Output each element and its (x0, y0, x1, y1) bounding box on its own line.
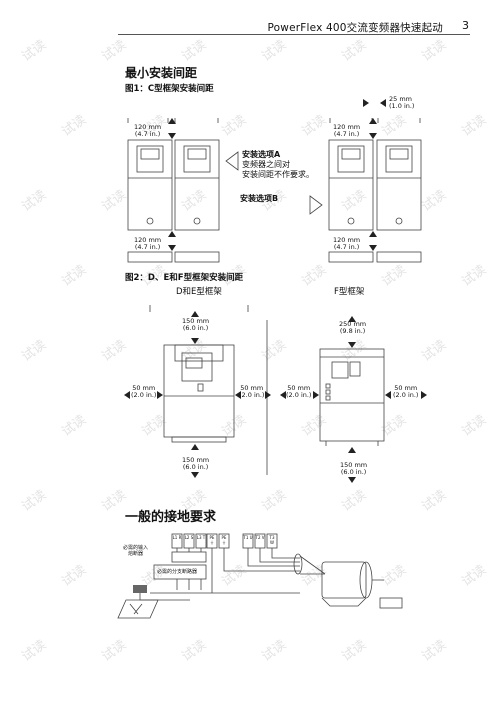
input-fuse-label: 必需的输入熔断器 (123, 545, 149, 557)
de-right-gap: 50 mm(2.0 in.) (239, 384, 265, 399)
fig1-left-bottom-gap: 120 mm(4.7 in.) (134, 236, 162, 251)
f-right-gap: 50 mm(2.0 in.) (393, 384, 419, 399)
de-bottom-gap: 150 mm(6.0 in.) (182, 456, 210, 471)
f-left-gap: 50 mm(2.0 in.) (286, 384, 312, 399)
f-top-gap: 250 mm(9.8 in.) (339, 320, 367, 335)
fig1-right-bottom-gap: 120 mm(4.7 in.) (333, 236, 361, 251)
terminal-t2: T2 V (255, 535, 265, 540)
terminal-pe-1: PE ⏚ (209, 535, 215, 545)
de-frame-title: D和E型框架 (176, 287, 222, 297)
header-rule (118, 34, 470, 35)
terminal-l1: L1 R (172, 535, 182, 540)
terminal-t3: T3 W (269, 535, 275, 545)
terminal-l2: L2 S (184, 535, 194, 540)
option-b-label: 安装选项B (240, 194, 279, 203)
branch-breaker-label: 必需的分支断路器 (157, 569, 198, 575)
running-header: PowerFlex 400交流变频器快速起动 (267, 22, 443, 34)
f-bottom-gap: 150 mm(6.0 in.) (340, 461, 368, 476)
terminal-pe-2: PE ⏚ (221, 535, 227, 545)
section-title-clearance: 最小安装间距 (125, 66, 198, 80)
page-number: 3 (462, 19, 469, 32)
f-frame-title: F型框架 (334, 287, 365, 297)
figure1-caption: 图1：C型框架安装间距 (125, 84, 214, 94)
terminal-t1: T1 U (243, 535, 253, 540)
terminal-l3: L3 T (196, 535, 206, 540)
fig1-right-top-gap: 120 mm(4.7 in.) (333, 123, 361, 138)
fig1-left-top-gap: 120 mm(4.7 in.) (134, 123, 162, 138)
figure2-caption: 图2：D、E和F型框架安装间距 (125, 273, 244, 283)
section-title-grounding: 一般的接地要求 (125, 510, 217, 525)
option-a-note: 安装选项A 变频器之间对 安装间距不作要求。 (242, 150, 314, 179)
de-top-gap: 150 mm(6.0 in.) (182, 317, 210, 332)
fig1-side-gap: 25 mm(1.0 in.) (389, 95, 415, 110)
de-left-gap: 50 mm(2.0 in.) (131, 384, 157, 399)
